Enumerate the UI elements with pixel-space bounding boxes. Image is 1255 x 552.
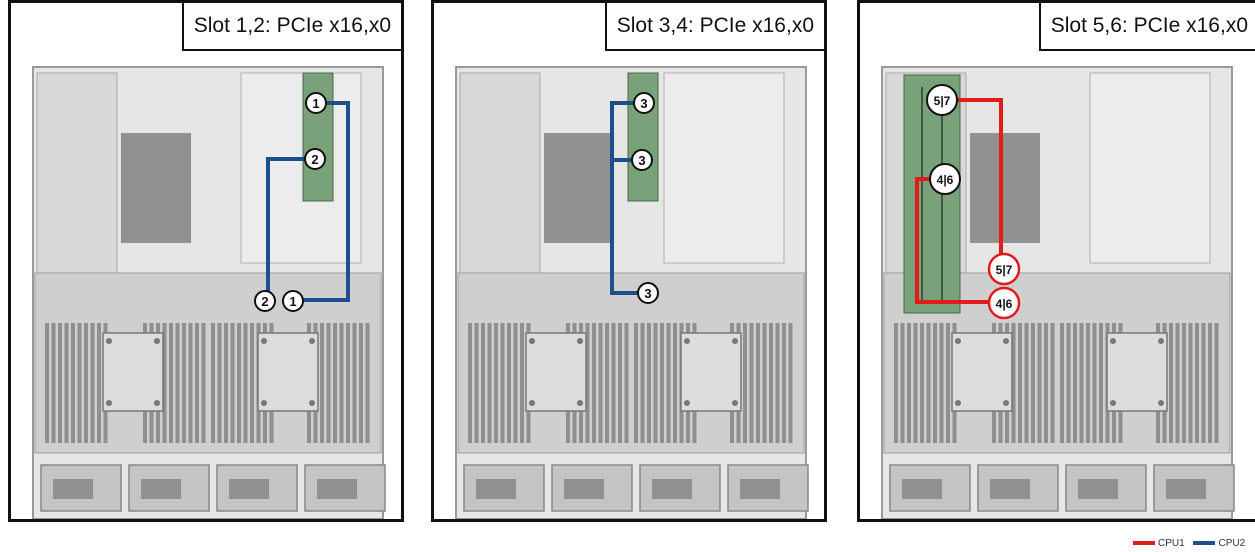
slot-3-4-title: Slot 3,4: PCIe x16,x0 bbox=[605, 3, 824, 51]
cpu2-swatch bbox=[1193, 541, 1215, 545]
slot-3-4-panel: 3 3 3 Slot 3,4: PCIe x16,x0 bbox=[431, 0, 827, 522]
marker-slot-5-7-top: 5|7 bbox=[927, 85, 957, 115]
slot-1-2-panel: 1 2 2 1 Slot 1,2: PCIe x16,x0 bbox=[8, 0, 404, 522]
cpu-legend: CPU1 CPU2 bbox=[1133, 538, 1255, 552]
svg-text:3: 3 bbox=[638, 153, 645, 168]
slot-1-2-title: Slot 1,2: PCIe x16,x0 bbox=[182, 3, 401, 51]
legend-cpu2: CPU2 bbox=[1193, 538, 1245, 549]
slot-5-6-panel: 5|7 4|6 5|7 4|6 Slot 5,6: PCIe x16,x0 bbox=[857, 0, 1255, 522]
svg-text:2: 2 bbox=[261, 294, 268, 309]
marker-slot-3-mid: 3 bbox=[632, 150, 652, 170]
marker-slot-2-top: 2 bbox=[305, 149, 325, 169]
svg-text:4|6: 4|6 bbox=[937, 173, 954, 187]
marker-slot-4-6-top: 4|6 bbox=[930, 164, 960, 194]
slot-5-6-title: Slot 5,6: PCIe x16,x0 bbox=[1039, 3, 1255, 51]
svg-text:5|7: 5|7 bbox=[996, 263, 1013, 277]
marker-slot-3-top: 3 bbox=[634, 93, 654, 113]
server-board-image: 3 3 3 bbox=[434, 3, 827, 522]
server-board-image: 5|7 4|6 5|7 4|6 bbox=[860, 3, 1255, 522]
marker-slot-2-cpu: 2 bbox=[255, 291, 275, 311]
svg-text:5|7: 5|7 bbox=[934, 94, 951, 108]
svg-text:4|6: 4|6 bbox=[996, 297, 1013, 311]
cpu1-swatch bbox=[1133, 541, 1155, 545]
legend-cpu2-label: CPU2 bbox=[1218, 538, 1245, 549]
svg-text:3: 3 bbox=[640, 96, 647, 111]
svg-text:1: 1 bbox=[289, 294, 296, 309]
marker-slot-1-cpu: 1 bbox=[283, 291, 303, 311]
marker-slot-1-top: 1 bbox=[306, 93, 326, 113]
legend-cpu1-label: CPU1 bbox=[1158, 538, 1185, 549]
svg-text:1: 1 bbox=[312, 96, 319, 111]
svg-text:2: 2 bbox=[311, 152, 318, 167]
server-board-image: 1 2 2 1 bbox=[11, 3, 404, 522]
marker-slot-4-6-cpu: 4|6 bbox=[989, 288, 1019, 318]
legend-cpu1: CPU1 bbox=[1133, 538, 1185, 549]
marker-slot-5-7-cpu: 5|7 bbox=[989, 254, 1019, 284]
svg-text:3: 3 bbox=[644, 286, 651, 301]
marker-slot-3-cpu: 3 bbox=[638, 283, 658, 303]
